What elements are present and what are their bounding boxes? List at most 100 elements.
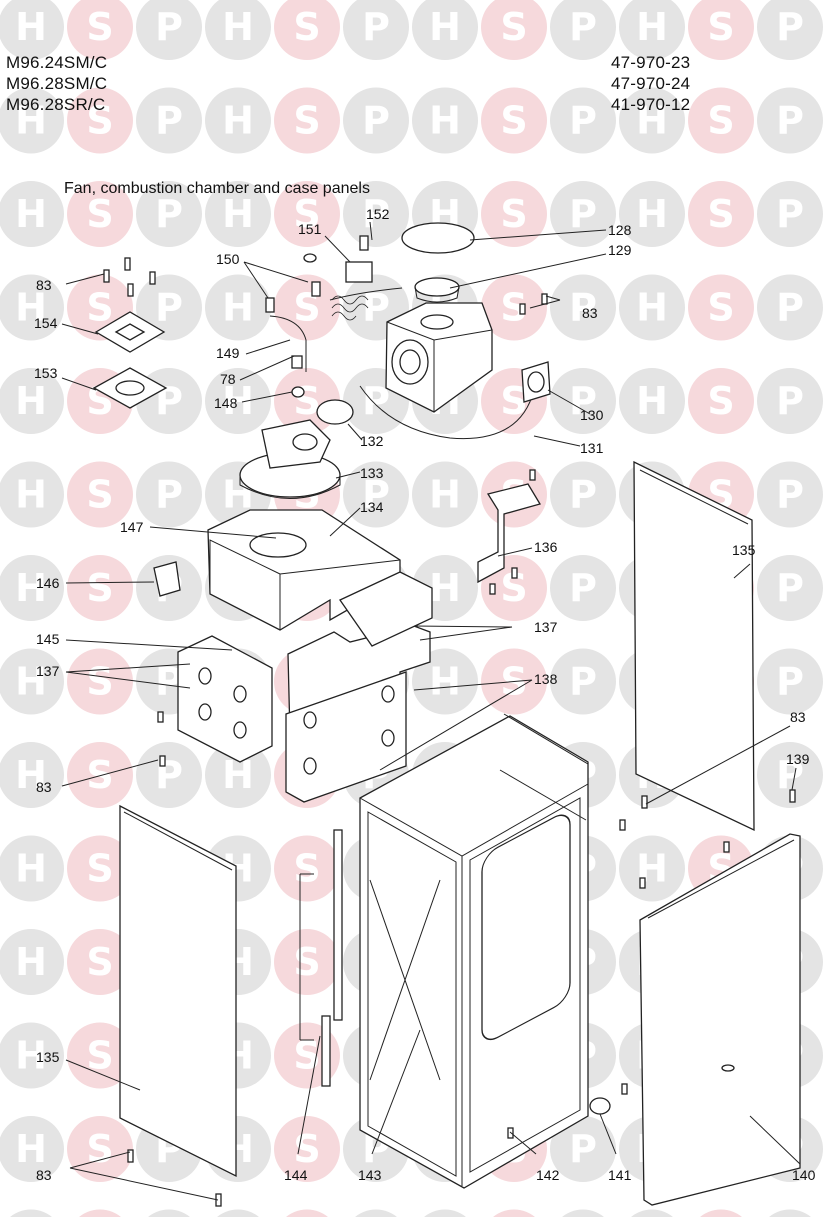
watermark-circle: [550, 0, 616, 60]
callout-146: 146: [36, 575, 60, 591]
watermark-circle: [67, 87, 133, 154]
watermark-letter: P: [569, 379, 597, 423]
watermark-circle: [412, 0, 478, 60]
watermark-letter: S: [293, 940, 320, 984]
watermark-letter: H: [222, 192, 254, 236]
watermark-circle: [67, 461, 133, 528]
callout-135: 135: [36, 1049, 60, 1065]
watermark-letter: H: [636, 5, 668, 49]
watermark-letter: S: [86, 753, 113, 797]
watermark-circle: [67, 1022, 133, 1089]
watermark-circle: [274, 1116, 340, 1182]
callout-150: 150: [216, 251, 240, 267]
side-channels-144: [321, 829, 343, 1087]
flue-collar-129: [414, 277, 460, 303]
sensing-tube-pipework: [269, 287, 535, 440]
venturi-ring-132: [316, 399, 354, 425]
watermark-letter: H: [222, 99, 254, 143]
watermark-letter: H: [222, 286, 254, 330]
watermark-circle: [67, 1116, 133, 1182]
callout-83: 83: [582, 305, 598, 321]
callout-78: 78: [220, 371, 236, 387]
watermark-letter: H: [15, 566, 47, 610]
callout-153: 153: [34, 365, 58, 381]
watermark-letter: P: [155, 473, 183, 517]
callout-137: 137: [36, 663, 60, 679]
watermark-letter: H: [429, 660, 461, 704]
watermark-circle: [493, 1209, 535, 1217]
watermark-letter: P: [776, 379, 804, 423]
watermark-circle: [550, 1116, 616, 1182]
watermark-circle: [700, 1209, 742, 1217]
watermark-letter: S: [707, 5, 734, 49]
model-name: M96.24SM/C: [6, 53, 108, 72]
watermark-circle: [274, 0, 340, 60]
watermark-circle: [757, 461, 823, 528]
callout-130: 130: [580, 407, 604, 423]
watermark-circle: [412, 87, 478, 154]
watermark-circle: [205, 181, 271, 247]
watermark-letter: P: [776, 192, 804, 236]
watermark-circle: [412, 461, 478, 528]
watermark-circle: [550, 648, 616, 715]
model-name: M96.28SR/C: [6, 95, 106, 114]
watermark-circle: [67, 835, 133, 902]
watermark-circle: [205, 274, 271, 341]
watermark-circle: [274, 181, 340, 247]
watermark-letter: S: [86, 286, 113, 330]
watermark-letter: S: [293, 5, 320, 49]
left-side-panel-135: [119, 804, 237, 1178]
fittings-150: [265, 253, 321, 398]
watermark-letter: H: [636, 379, 668, 423]
watermark-circle: [286, 1209, 328, 1217]
watermark-circle: [688, 274, 754, 341]
watermark-circle: [10, 1209, 52, 1217]
part-code: 41-970-12: [611, 95, 691, 114]
watermark-circle: [550, 368, 616, 434]
watermark-circle: [757, 87, 823, 154]
fan-assembly-133: [239, 419, 341, 499]
watermark-circle: [0, 0, 64, 60]
watermark-letter: S: [293, 192, 320, 236]
watermark-letter: S: [86, 940, 113, 984]
watermark-letter: P: [776, 99, 804, 143]
watermark-circle: [0, 274, 64, 341]
callout-83: 83: [36, 1167, 52, 1183]
watermark-letter: P: [569, 1127, 597, 1171]
watermark-letter: P: [569, 473, 597, 517]
part-code-list: 47-970-23 47-970-24 41-970-12: [611, 52, 690, 115]
watermark-letter: P: [776, 473, 804, 517]
watermark-circle: [688, 181, 754, 247]
watermark-letter: H: [222, 5, 254, 49]
watermark-circle: [769, 1209, 811, 1217]
watermark-circle: [0, 1116, 64, 1182]
screws-83: [127, 469, 796, 1207]
part-code: 47-970-24: [611, 74, 691, 93]
watermark-circle: [0, 368, 64, 434]
watermark-letter: S: [86, 99, 113, 143]
watermark-circle: [343, 181, 409, 247]
watermark-circle: [550, 461, 616, 528]
watermark-letter: P: [569, 566, 597, 610]
callout-149: 149: [216, 345, 240, 361]
callout-139: 139: [786, 751, 810, 767]
watermark-letter: S: [293, 847, 320, 891]
watermark-letter: S: [500, 5, 527, 49]
callout-83: 83: [36, 277, 52, 293]
model-list: M96.24SM/C M96.28SM/C M96.28SR/C: [6, 52, 107, 115]
watermark-letter: S: [293, 99, 320, 143]
watermark-circle: [757, 0, 823, 60]
watermark-letter: H: [15, 940, 47, 984]
watermark-circle: [217, 1209, 259, 1217]
callout-142: 142: [536, 1167, 560, 1183]
callout-141: 141: [608, 1167, 632, 1183]
watermark-letter: S: [86, 473, 113, 517]
watermark-letter: H: [15, 192, 47, 236]
watermark-letter: P: [569, 660, 597, 704]
watermark-circle: [619, 835, 685, 902]
watermark-circle: [0, 929, 64, 995]
watermark-circle: [136, 87, 202, 154]
watermark-letter: H: [15, 379, 47, 423]
watermark-letter: H: [636, 286, 668, 330]
